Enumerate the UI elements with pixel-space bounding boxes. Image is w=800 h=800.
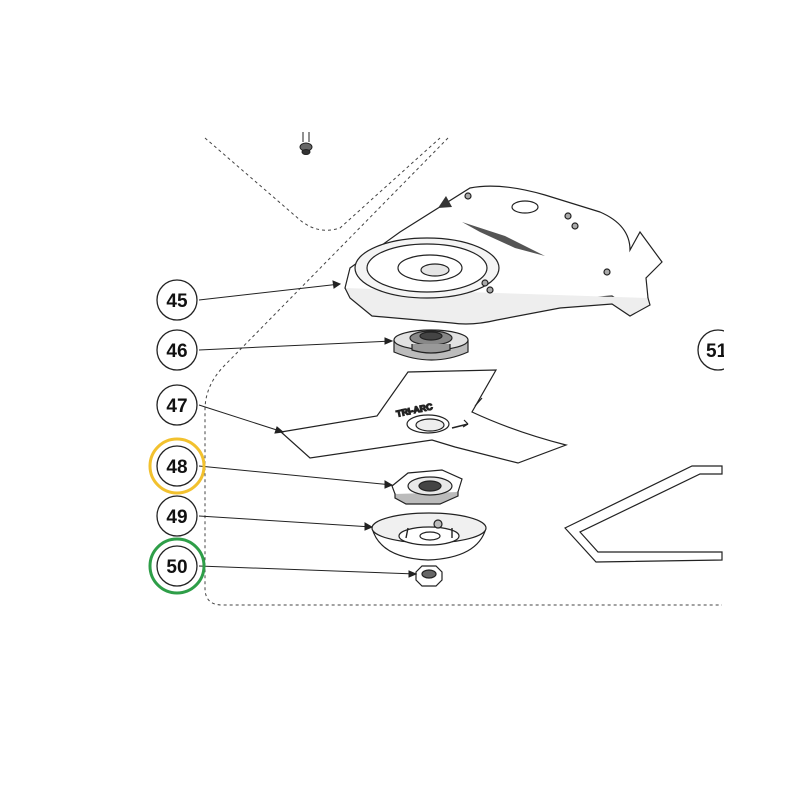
leader-lines	[198, 280, 418, 578]
callout-circle	[156, 545, 198, 587]
callout-47: 47	[156, 384, 198, 426]
callout-circle	[156, 495, 198, 537]
blade-guard-part	[344, 185, 663, 325]
callout-circle	[156, 445, 198, 487]
blade-nut-part	[415, 565, 443, 587]
adjacent-part-51	[564, 465, 723, 563]
callout-label: 50	[166, 557, 187, 578]
callout-45: 45	[156, 279, 198, 321]
callout-46: 46	[156, 329, 198, 371]
callout-label: 51	[706, 341, 728, 362]
callout-circle	[156, 384, 198, 426]
callout-circle	[156, 329, 198, 371]
callout-label: 49	[166, 507, 187, 528]
bolt-icon	[299, 132, 313, 155]
callout-circle	[156, 279, 198, 321]
callout-48: 48	[148, 437, 206, 495]
callout-label: 46	[166, 341, 187, 362]
highlight-ring-yellow	[148, 437, 206, 495]
callout-50: 50	[148, 537, 206, 595]
lower-cup-part	[371, 512, 487, 561]
assembly-outline	[204, 137, 722, 606]
blade-part: TRI-ARC	[279, 369, 569, 464]
callout-label: 48	[166, 457, 187, 478]
crop-mask	[724, 0, 800, 800]
callout-label: 45	[166, 291, 188, 312]
callout-49: 49	[156, 495, 198, 537]
callout-label: 47	[166, 396, 187, 417]
highlight-ring-green	[148, 537, 206, 595]
upper-flange-part	[393, 329, 469, 361]
blade-washer-part	[391, 469, 463, 505]
